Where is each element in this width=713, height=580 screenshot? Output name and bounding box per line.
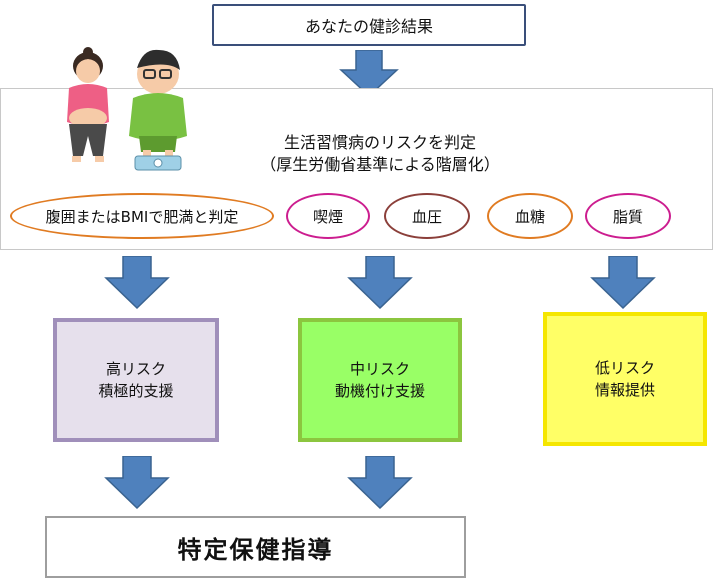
arrow-down-icon — [339, 49, 399, 102]
risk-judgment-title-line2: （厚生労働省基準による階層化） — [260, 155, 500, 174]
criterion-obesity-label: 腹囲またはBMIで肥満と判定 — [45, 207, 239, 226]
arrow-down-icon — [347, 255, 413, 314]
risk-box-high-support: 積極的支援 — [98, 382, 174, 400]
arrow-down-icon — [590, 255, 656, 314]
criterion-blood-sugar-label: 血糖 — [514, 207, 545, 226]
risk-box-high: 高リスク 積極的支援 — [53, 318, 219, 442]
criterion-blood-pressure-label: 血圧 — [411, 207, 442, 226]
risk-box-low-support: 情報提供 — [594, 381, 655, 399]
arrow-down-icon — [347, 455, 413, 514]
criterion-blood-pressure: 血圧 — [384, 193, 470, 239]
specific-health-guidance-box: 特定保健指導 — [45, 516, 466, 578]
risk-box-low-level: 低リスク — [594, 359, 655, 377]
arrow-down-icon — [104, 455, 170, 514]
criterion-lipids-label: 脂質 — [612, 207, 643, 226]
specific-health-guidance-label: 特定保健指導 — [177, 535, 334, 564]
health-checkup-result-label: あなたの健診結果 — [304, 17, 433, 36]
risk-box-medium-level: 中リスク — [349, 360, 410, 378]
risk-judgment-title-line1: 生活習慣病のリスクを判定 — [283, 133, 476, 152]
arrow-down-icon — [104, 255, 170, 314]
people-weighing-illustration — [55, 44, 205, 178]
criterion-smoking-label: 喫煙 — [312, 207, 343, 226]
criterion-obesity: 腹囲またはBMIで肥満と判定 — [10, 193, 274, 239]
risk-box-high-level: 高リスク — [105, 360, 166, 378]
risk-box-medium-support: 動機付け支援 — [334, 382, 425, 400]
risk-judgment-title: 生活習慣病のリスクを判定 （厚生労働省基準による階層化） — [200, 132, 560, 176]
criterion-smoking: 喫煙 — [286, 193, 370, 239]
risk-box-low: 低リスク 情報提供 — [543, 312, 707, 446]
criterion-lipids: 脂質 — [585, 193, 671, 239]
health-checkup-result-box: あなたの健診結果 — [212, 4, 526, 46]
criterion-blood-sugar: 血糖 — [487, 193, 573, 239]
risk-box-medium: 中リスク 動機付け支援 — [298, 318, 462, 442]
